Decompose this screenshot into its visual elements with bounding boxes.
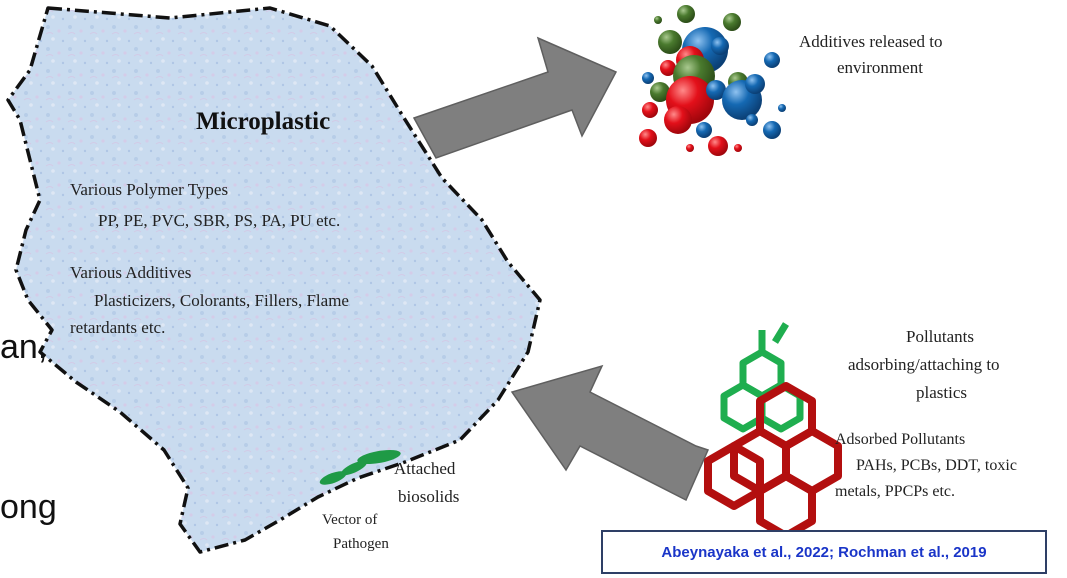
additives-list-line1: Plasticizers, Colorants, Fillers, Flame bbox=[94, 291, 349, 310]
citation-text: Abeynayaka et al., 2022; Rochman et al.,… bbox=[661, 543, 987, 561]
additives-list-line2: retardants etc. bbox=[70, 318, 166, 337]
citation-box: Abeynayaka et al., 2022; Rochman et al.,… bbox=[601, 530, 1047, 574]
bubble bbox=[664, 106, 692, 134]
bubble bbox=[763, 121, 781, 139]
adsorbed-pollutants-heading: Adsorbed Pollutants bbox=[835, 431, 966, 448]
pathogen-vector-label-line2: Pathogen bbox=[333, 536, 389, 552]
pollutants-label-line3: plastics bbox=[916, 383, 967, 402]
additives-released-label-line2: environment bbox=[837, 58, 923, 77]
polymer-types-heading: Various Polymer Types bbox=[70, 180, 229, 199]
bubble bbox=[706, 80, 726, 100]
bubble bbox=[639, 129, 657, 147]
bubble bbox=[711, 37, 729, 55]
bubble bbox=[723, 13, 741, 31]
biosolids-label-line2: biosolids bbox=[398, 487, 460, 506]
release-arrow bbox=[412, 36, 618, 159]
additives-heading: Various Additives bbox=[70, 263, 192, 282]
bubble bbox=[746, 114, 758, 126]
microplastic-title: Microplastic bbox=[196, 108, 331, 135]
bubble bbox=[654, 16, 662, 24]
bubble bbox=[642, 72, 654, 84]
pathogen-vector-label: Vector of bbox=[322, 512, 378, 528]
background-text-fragment: an, bbox=[0, 328, 48, 366]
bubble bbox=[696, 122, 712, 138]
adsorbed-pollutants-list-line1: PAHs, PCBs, DDT, toxic bbox=[856, 457, 1017, 474]
background-text-fragment: ong bbox=[0, 488, 57, 526]
bubble bbox=[677, 5, 695, 23]
additive-bubbles bbox=[639, 5, 786, 156]
bubble bbox=[708, 136, 728, 156]
bubble bbox=[734, 144, 742, 152]
bubble bbox=[642, 102, 658, 118]
adsorbed-pollutants-list-line2: metals, PPCPs etc. bbox=[835, 483, 956, 500]
pollutants-label-line2: adsorbing/attaching to bbox=[848, 355, 1000, 374]
biosolids bbox=[319, 449, 401, 485]
biosolid bbox=[341, 460, 367, 476]
bubble bbox=[686, 144, 694, 152]
pollutants-label: Pollutants bbox=[906, 327, 975, 346]
bubble bbox=[650, 82, 670, 102]
bubble bbox=[764, 52, 780, 68]
biosolid bbox=[357, 449, 401, 465]
bubble bbox=[658, 30, 682, 54]
bubble bbox=[660, 60, 676, 76]
polymer-types-list: PP, PE, PVC, SBR, PS, PA, PU etc. bbox=[98, 211, 341, 230]
bubble bbox=[745, 74, 765, 94]
biosolid bbox=[319, 471, 347, 485]
biosolids-label: Attached bbox=[394, 459, 456, 478]
adsorption-arrow bbox=[510, 364, 710, 502]
additives-released-label: Additives released to bbox=[799, 32, 943, 51]
microplastic-particle bbox=[6, 6, 542, 554]
bubble bbox=[778, 104, 786, 112]
